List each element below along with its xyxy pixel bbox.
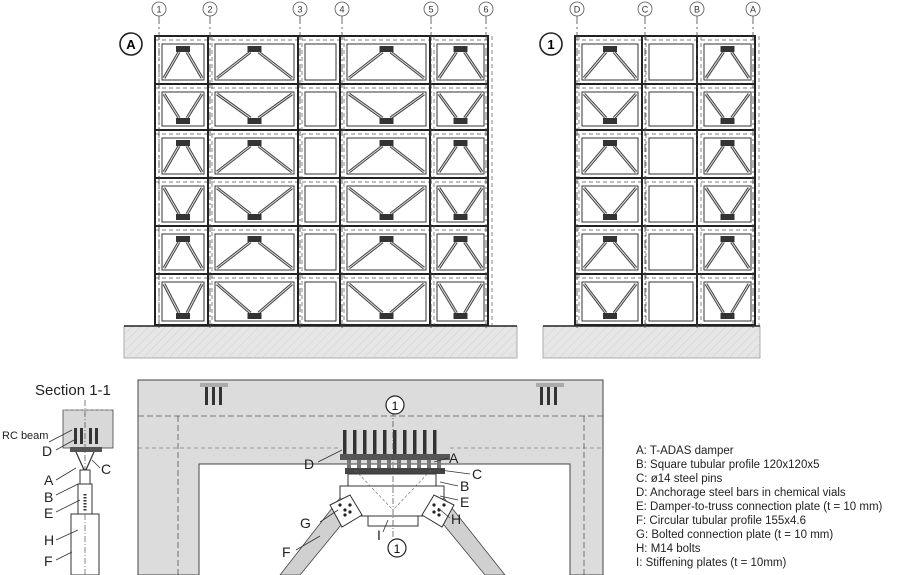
detail-label-h: H — [451, 511, 462, 527]
elevation-marker-1-label: 1 — [547, 37, 554, 52]
elevation-1-axis-label-d: D — [574, 5, 581, 15]
section-label-rc-beam: RC beam — [2, 430, 49, 442]
section-label-h: H — [44, 532, 55, 548]
section-label-d: D — [42, 443, 53, 459]
cut-marker-top — [385, 395, 405, 415]
elevation-1-axis-label-c: C — [642, 5, 649, 15]
elevation-a-axis-label-6: 6 — [483, 5, 488, 15]
elevation-a-axis-3 — [292, 1, 308, 17]
section-title: Section 1-1 — [35, 382, 111, 399]
elevation-1-axis-a — [745, 1, 761, 17]
cut-marker-bottom-label: 1 — [394, 542, 401, 556]
rc-frame-detail — [137, 379, 604, 575]
detail-label-a: A — [449, 450, 459, 466]
elevation-a-axis-label-3: 3 — [297, 5, 302, 15]
legend-item-h: H: M14 bolts — [636, 543, 701, 555]
elevation-1-axis-c — [637, 1, 653, 17]
elevation-a-axis-4 — [334, 1, 350, 17]
section-label-b: B — [44, 489, 54, 505]
legend-item-e: E: Damper-to-truss connection plate (t =… — [636, 501, 883, 513]
legend-item-g: G: Bolted connection plate (t = 10 mm) — [636, 529, 834, 541]
elevation-a-axis-2 — [202, 1, 218, 17]
elevation-a-axis-label-5: 5 — [428, 5, 433, 15]
elevation-marker-a-label: A — [126, 37, 136, 52]
elevation-a-axis-label-2: 2 — [207, 5, 212, 15]
detail-label-f: F — [282, 544, 291, 560]
elevation-1-axis-label-a: A — [750, 5, 756, 15]
frame-a — [154, 35, 493, 326]
legend-item-c: C: ø14 steel pins — [636, 473, 723, 485]
legend-item-d: D: Anchorage steel bars in chemical vial… — [636, 487, 846, 499]
elevation-a-axis-5 — [423, 1, 439, 17]
elevation-marker-a — [119, 32, 143, 56]
elevation-marker-1 — [539, 32, 563, 56]
elevation-1-axis-label-b: B — [694, 5, 700, 15]
detail-label-i: I — [377, 527, 381, 543]
legend-item-i: I: Stiffening plates (t = 10mm) — [636, 557, 787, 569]
elevation-1: D C B A 1 — [539, 1, 761, 359]
legend-item-f: F: Circular tubular profile 155x4.6 — [636, 515, 807, 527]
detail-label-g: G — [300, 515, 311, 531]
elevation-a-axis-label-4: 4 — [339, 5, 344, 15]
detail-label-e: E — [460, 494, 470, 510]
section-label-a: A — [44, 472, 54, 488]
elevation-1-axis-b — [689, 1, 705, 17]
section-label-e: E — [44, 505, 54, 521]
elevation-a: 1 2 3 4 5 6 A — [119, 1, 518, 359]
detail-label-b: B — [460, 478, 470, 494]
elevation-a-axis-6 — [478, 1, 494, 17]
frame-1 — [574, 35, 760, 326]
section-label-c: C — [101, 461, 112, 477]
axis-markers-a: 1 2 3 4 5 6 — [151, 1, 494, 330]
cut-marker-bottom — [387, 538, 407, 558]
section-label-f: F — [44, 553, 53, 569]
detail-view: 1 1 — [137, 379, 604, 575]
elevation-1-axis-d — [569, 1, 585, 17]
detail-label-d: D — [304, 456, 315, 472]
legend-item-a: A: T-ADAS damper — [636, 445, 734, 457]
section-1-1 — [62, 400, 114, 575]
elevation-a-axis-1 — [151, 1, 167, 17]
detail-label-c: C — [472, 466, 483, 482]
legend-item-b: B: Square tubular profile 120x120x5 — [636, 459, 820, 471]
elevation-a-axis-label-1: 1 — [156, 5, 161, 15]
cut-marker-top-label: 1 — [392, 399, 399, 413]
legend: A: T-ADAS damper B: Square tubular profi… — [636, 444, 913, 570]
